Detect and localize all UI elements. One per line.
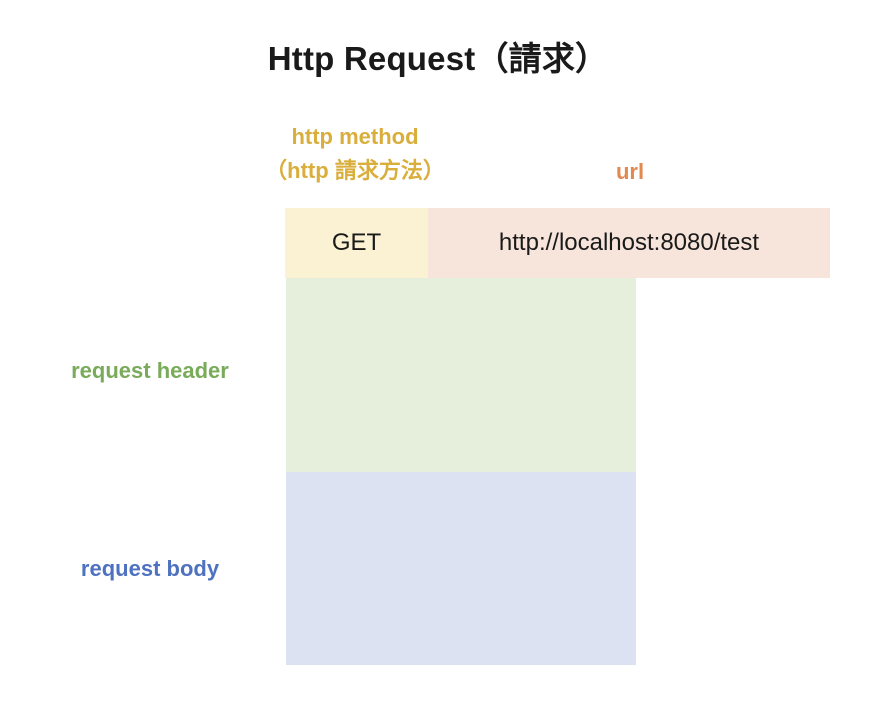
url-cell: http://localhost:8080/test [428,208,830,278]
page-title: Http Request（請求） [267,40,609,77]
url-label: url [615,159,645,184]
http-method-label: http method （http 請求方法） [205,120,505,188]
url-value: http://localhost:8080/test [498,229,760,256]
http-method-label-line2: （http 請求方法） [265,158,445,183]
http-method-cell: GET [285,208,428,278]
http-method-value: GET [331,229,382,256]
request-body-label: request body [80,556,220,581]
http-method-label-line1: http method [291,124,419,149]
request-header-label: request header [71,358,229,383]
request-header-block [286,278,636,472]
request-body-block [286,472,636,665]
